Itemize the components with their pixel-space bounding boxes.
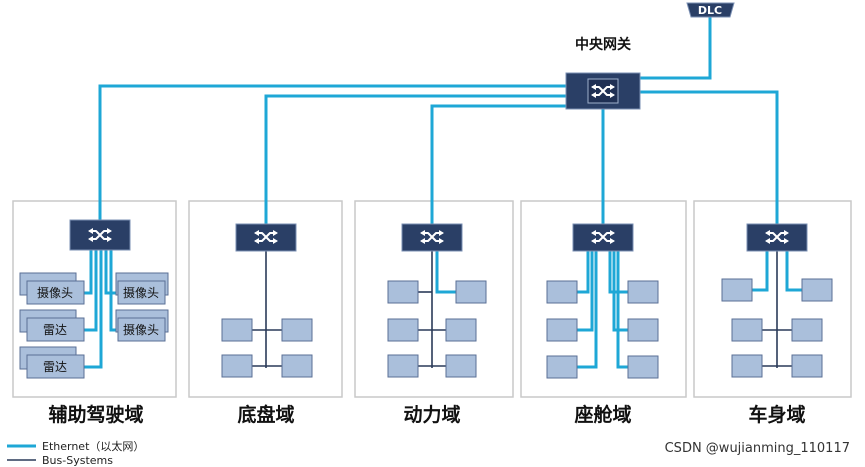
- ecu-node: [281, 354, 313, 378]
- dlc-connector: DLC: [686, 2, 735, 18]
- domain-label-body: 车身域: [748, 403, 805, 426]
- switch-cabin: [572, 223, 634, 252]
- adas-sensor-camera-right-2: 摄像头: [115, 309, 169, 342]
- legend-ethernet-label: Ethernet（以太网）: [42, 440, 144, 453]
- domain-label-adas: 辅助驾驶域: [48, 403, 143, 426]
- adas-sensor-radar-left-1: 雷达: [19, 309, 85, 342]
- body-ecus: [721, 278, 833, 378]
- switch-body: [746, 223, 808, 252]
- chassis-bus: [252, 250, 282, 368]
- domain-label-cabin: 座舱域: [574, 403, 631, 426]
- powertrain-ecus: [387, 280, 487, 378]
- ecu-node: [627, 280, 659, 304]
- ecu-node: [721, 278, 753, 302]
- adas-sensor-camera-right-1: 摄像头: [115, 272, 169, 305]
- ecu-node: [221, 318, 253, 342]
- ecu-node: [791, 318, 823, 342]
- ecu-node: [731, 354, 763, 378]
- adas-sensor-radar-left-2: 雷达: [19, 346, 85, 379]
- adas-sensor-camera-left: 摄像头: [19, 272, 85, 305]
- ecu-node: [546, 355, 578, 379]
- body-links: [752, 250, 802, 368]
- cabin-ethernet-links: [577, 250, 628, 369]
- ecu-node: [387, 280, 419, 304]
- dlc-label: DLC: [698, 4, 722, 17]
- sensor-label: 摄像头: [37, 285, 73, 300]
- powertrain-links: [418, 250, 456, 368]
- ecu-node: [627, 318, 659, 342]
- ecu-node: [445, 318, 477, 342]
- watermark: CSDN @wujianming_110117: [665, 441, 850, 456]
- ecu-node: [731, 318, 763, 342]
- ecu-node: [801, 278, 833, 302]
- sensor-label: 摄像头: [123, 322, 159, 337]
- ecu-node: [546, 318, 578, 342]
- switch-powertrain: [401, 223, 463, 252]
- cabin-ecus: [546, 280, 659, 379]
- legend-bus-label: Bus-Systems: [42, 454, 113, 467]
- domain-label-powertrain: 动力域: [403, 403, 460, 426]
- sensor-label: 雷达: [43, 323, 67, 337]
- ecu-node: [791, 354, 823, 378]
- ecu-node: [221, 354, 253, 378]
- ecu-node: [627, 355, 659, 379]
- ethernet-backbone: [98, 16, 779, 225]
- switch-chassis: [235, 223, 297, 252]
- legend: Ethernet（以太网） Bus-Systems: [7, 440, 144, 467]
- domain-label-chassis: 底盘域: [237, 403, 294, 426]
- switch-adas: [69, 219, 131, 251]
- ecu-node: [281, 318, 313, 342]
- central-gateway-switch: [565, 72, 641, 110]
- gateway-label: 中央网关: [575, 36, 631, 53]
- chassis-ecus: [221, 318, 313, 378]
- ecu-node: [445, 354, 477, 378]
- sensor-label: 摄像头: [123, 285, 159, 300]
- ecu-node: [455, 280, 487, 304]
- ecu-node: [546, 280, 578, 304]
- sensor-label: 雷达: [43, 360, 67, 374]
- ecu-node: [387, 354, 419, 378]
- ecu-node: [387, 318, 419, 342]
